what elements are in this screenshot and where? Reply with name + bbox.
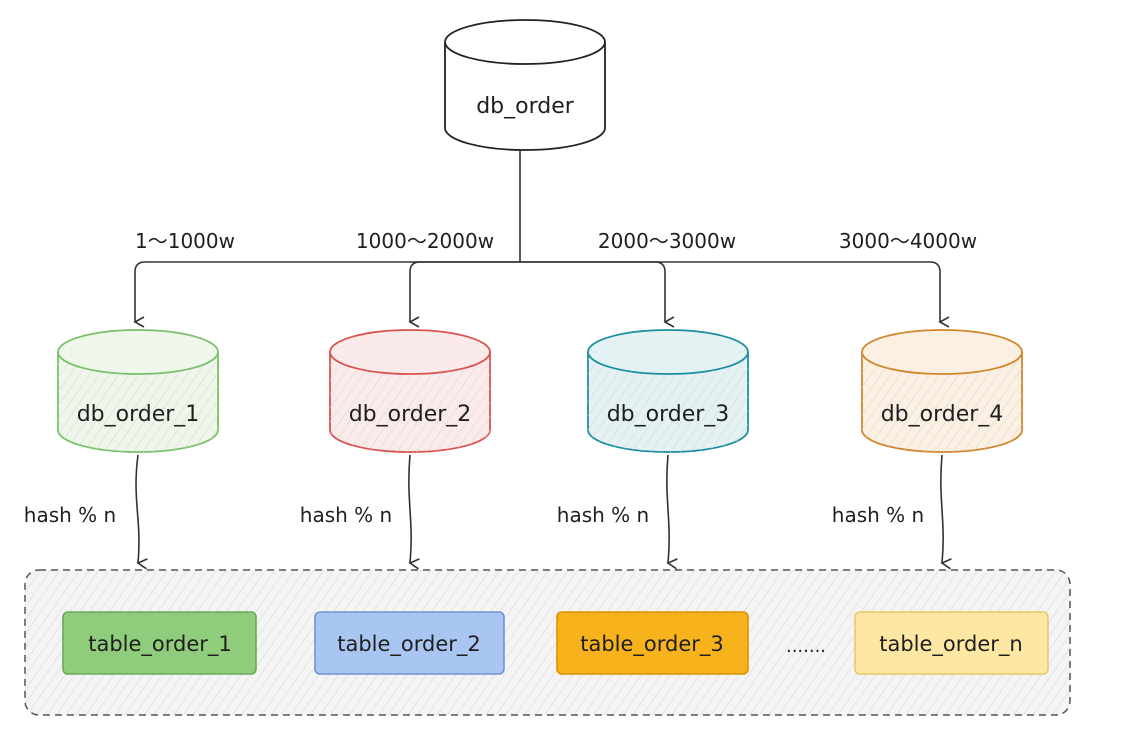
table-label-3: table_order_3: [580, 632, 724, 657]
range-label-3: 2000～3000w: [598, 229, 736, 253]
table-container: [24, 569, 1071, 716]
hash-arrow-3: [666, 454, 678, 570]
shard-db-3: db_order_3: [587, 329, 749, 453]
range-label-4: 3000～4000w: [839, 229, 977, 253]
shard-db-label-2: db_order_2: [349, 402, 472, 427]
table-label-1: table_order_1: [88, 632, 232, 657]
branch-line-1: [133, 261, 520, 328]
hash-arrow-2: [408, 454, 420, 570]
branch-line-4: [520, 261, 950, 328]
table-label-2: table_order_2: [337, 632, 481, 657]
table-box-3: table_order_3: [556, 611, 749, 675]
root-db-label: db_order: [476, 94, 575, 119]
table-box-2: table_order_2: [314, 611, 505, 675]
hash-label-2: hash % n: [300, 503, 392, 527]
shard-db-label-4: db_order_4: [881, 402, 1004, 427]
hash-labels: hash % n hash % n hash % n hash % n: [24, 503, 924, 527]
range-label-1: 1～1000w: [135, 229, 235, 253]
table-box-1: table_order_1: [62, 611, 257, 675]
ellipsis-text: .......: [786, 636, 826, 657]
shard-db-2: db_order_2: [329, 329, 491, 453]
connector-lines: [133, 150, 950, 328]
shard-db-4: db_order_4: [861, 329, 1023, 453]
hash-arrows: [135, 454, 952, 570]
hash-label-4: hash % n: [832, 503, 924, 527]
hash-label-3: hash % n: [557, 503, 649, 527]
shard-db-1: db_order_1: [57, 329, 219, 453]
branch-line-2: [408, 261, 520, 328]
shard-db-label-1: db_order_1: [77, 402, 200, 427]
root-db-cylinder: db_order: [444, 19, 606, 151]
range-labels: 1～1000w 1000～2000w 2000～3000w 3000～4000w: [135, 229, 977, 253]
branch-line-3: [520, 261, 675, 328]
hash-arrow-4: [940, 454, 952, 570]
table-label-4: table_order_n: [879, 632, 1023, 657]
shard-db-label-3: db_order_3: [607, 402, 730, 427]
table-box-4: table_order_n: [854, 611, 1049, 675]
range-label-2: 1000～2000w: [356, 229, 494, 253]
hash-arrow-1: [135, 454, 148, 570]
hash-label-1: hash % n: [24, 503, 116, 527]
